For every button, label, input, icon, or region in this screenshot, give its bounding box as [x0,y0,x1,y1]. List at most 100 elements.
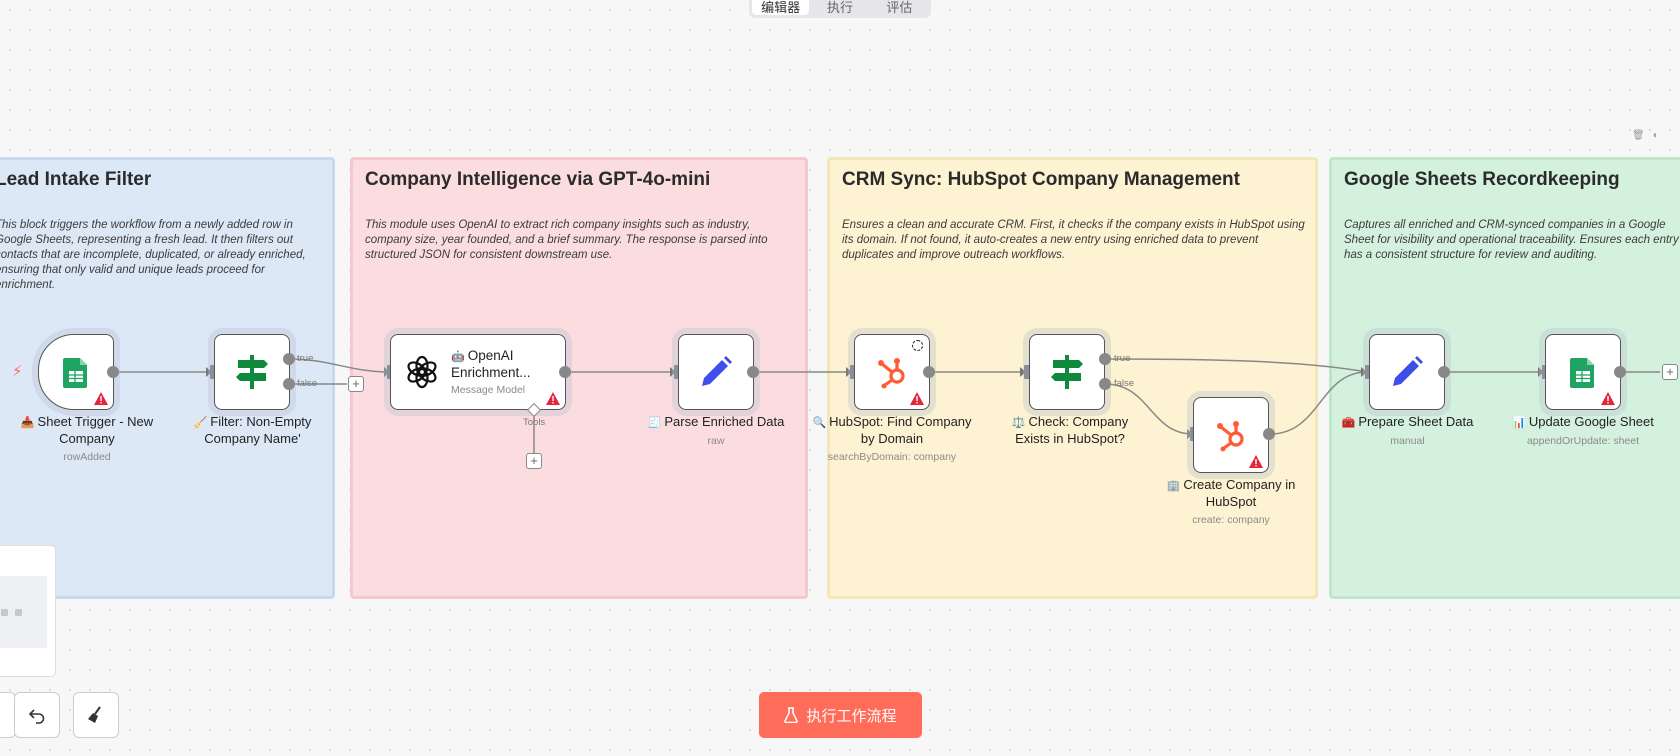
node-check-company[interactable] [1029,334,1105,410]
edge-label-false: false [297,378,318,389]
minimap-node [15,609,22,616]
edge-label-false: false [1114,378,1135,389]
sticky-body: Ensures a clean and accurate CRM. First,… [842,219,1305,261]
broom-icon [88,706,101,723]
output-handle[interactable] [559,366,571,378]
node-filter[interactable] [214,334,290,410]
node-label: HubSpot: Find Company by Domain [829,414,972,446]
broom-icon: 🧹 [193,417,208,429]
minimap[interactable] [0,545,56,677]
signpost-icon [1051,355,1083,389]
node-label: Update Google Sheet [1528,414,1654,429]
node-subtitle: rowAdded [63,451,111,463]
node-create-company[interactable] [1193,397,1269,473]
add-tool-button[interactable]: + [526,453,542,469]
tab-evaluations[interactable]: 评估 [886,0,913,15]
scales-icon: ⚖️ [1011,417,1026,429]
warning-icon [1601,392,1615,405]
input-handle[interactable] [674,365,680,379]
connection [288,358,391,373]
google-sheets-icon [63,358,87,388]
node-label: Prepare Sheet Data [1358,414,1474,429]
warning-icon [1249,455,1263,468]
arrow-icon [1020,367,1026,377]
clear-execution-button[interactable] [73,692,119,738]
output-handle[interactable] [747,366,759,378]
input-handle[interactable] [850,365,856,379]
hubspot-icon [878,358,905,389]
node-caption: 📊Update Google Sheet appendOrUpdate: she… [1503,414,1663,447]
node-subtitle: manual [1390,435,1425,447]
view-tabs: 编辑器 执行 评估 [749,0,931,18]
node-caption: 📥Sheet Trigger - New Company rowAdded [0,414,174,463]
lightning-icon: ⚡ [12,363,23,380]
node-caption: 🔍HubSpot: Find Company by Domain searchB… [812,414,972,463]
output-handle-false[interactable] [1099,378,1111,390]
input-handle[interactable] [210,365,216,379]
node-caption: 🧾Parse Enriched Data raw [630,414,802,447]
node-subtitle: searchByDomain: company [827,451,957,463]
node-subtitle: Message Model [451,384,526,396]
focus-icon [912,340,923,351]
palette-icon[interactable]: ◐ [1652,130,1659,141]
undo-icon [28,709,45,724]
node-sheet-trigger[interactable] [38,334,114,410]
arrow-icon [1538,367,1544,377]
edge-label-true: true [297,353,314,364]
input-handle[interactable] [1365,365,1371,379]
hubspot-icon [1217,421,1244,452]
output-handle[interactable] [1263,428,1275,440]
node-label: Check: Company Exists in HubSpot? [1015,414,1129,446]
input-handle[interactable] [1024,365,1030,379]
node-label: Create Company in HubSpot [1183,477,1296,509]
flask-icon [784,707,799,723]
signpost-icon [236,355,268,389]
output-handle[interactable] [1438,366,1450,378]
output-handle-true[interactable] [283,353,295,365]
node-parse[interactable] [678,334,754,410]
node-update-sheet[interactable] [1545,334,1621,410]
connection [1269,371,1368,435]
office-icon: 🏢 [1166,480,1181,492]
add-node-button[interactable]: + [1662,364,1678,380]
sticky-title: CRM Sync: HubSpot Company Management [842,169,1240,190]
pencil-icon [702,356,732,386]
output-handle[interactable] [1614,366,1626,378]
trash-icon[interactable]: 🗑 [1632,130,1645,141]
sticky-title: Google Sheets Recordkeeping [1344,169,1620,190]
magnifier-icon: 🔍 [812,417,827,429]
tab-executions[interactable]: 执行 [826,0,853,15]
node-caption: ⚖️Check: Company Exists in HubSpot? [995,414,1145,447]
receipt-icon: 🧾 [647,417,662,429]
execute-workflow-button[interactable]: 执行工作流程 [759,692,922,738]
arrow-icon [206,367,212,377]
bar-chart-icon: 📊 [1512,417,1526,429]
node-prepare-sheet[interactable] [1369,334,1445,410]
execute-workflow-label: 执行工作流程 [806,707,897,725]
node-caption: 🧰Prepare Sheet Data manual [1330,414,1485,447]
node-label: Sheet Trigger - New Company [37,414,154,446]
node-label: OpenAI Enrichment... [451,348,531,380]
toolbox-icon: 🧰 [1341,417,1356,429]
node-label: Filter: Non-Empty Company Name' [204,414,312,446]
node-subtitle: create: company [1192,514,1270,526]
output-handle[interactable] [923,366,935,378]
undo-button[interactable] [14,692,60,738]
output-handle[interactable] [107,366,119,378]
output-handle-false[interactable] [283,378,295,390]
canvas-mini-toolbar: 🗑 ◐ [1632,130,1659,141]
add-node-button[interactable]: + [348,376,364,392]
node-openai[interactable]: 🤖OpenAI Enrichment... Message Model [390,334,566,410]
inbox-icon: 📥 [20,417,35,429]
warning-icon [94,392,108,405]
output-handle-true[interactable] [1099,353,1111,365]
sticky-body: This block triggers the workflow from a … [0,219,306,291]
tab-editor[interactable]: 编辑器 [752,0,810,15]
node-hubspot-find[interactable] [854,334,930,410]
arrow-icon [670,367,676,377]
warning-icon [910,392,924,405]
node-subtitle: appendOrUpdate: sheet [1526,435,1640,447]
node-subtitle: raw [707,435,725,447]
sticky-title: Company Intelligence via GPT-4o-mini [365,169,711,190]
